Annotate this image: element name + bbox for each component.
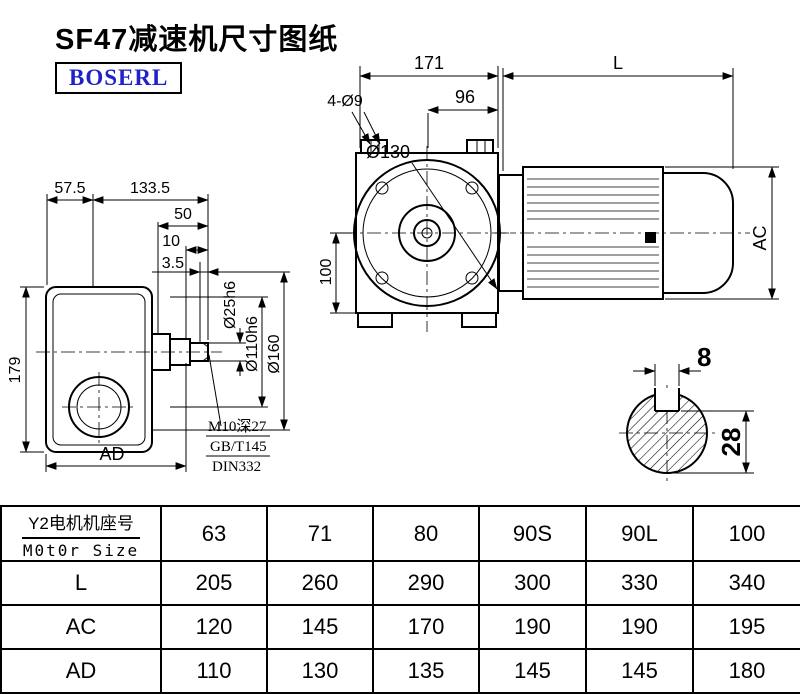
dim-179: 179 <box>7 357 24 384</box>
size-col: 71 <box>266 505 374 562</box>
note-din: DIN332 <box>212 459 261 475</box>
dimensions: 171 L 96 4-Ø9 Ø130 100 AC 57.5 133.5 <box>7 53 779 475</box>
page-title: SF47减速机尺寸图纸 <box>55 24 339 56</box>
dim-3-5: 3.5 <box>162 255 184 272</box>
cell: 190 <box>585 604 694 650</box>
cell: 145 <box>478 648 587 694</box>
dim-50: 50 <box>174 206 192 223</box>
cell: 195 <box>692 604 800 650</box>
cell: 170 <box>372 604 480 650</box>
size-col: 90S <box>478 505 587 562</box>
dim-100: 100 <box>318 259 335 286</box>
cell: 290 <box>372 560 480 606</box>
dim-96: 96 <box>455 87 475 107</box>
dim-key-8: 8 <box>697 342 711 372</box>
table-row-AC: AC 120 145 170 190 190 195 <box>0 604 800 650</box>
cell: 110 <box>160 648 268 694</box>
dim-AC: AC <box>750 225 770 250</box>
motor-side-view <box>495 166 750 300</box>
size-col: 100 <box>692 505 800 562</box>
table-header-row: Y2电机机座号 M0t0r Size 63 71 80 90S 90L 100 <box>0 505 800 562</box>
dim-25: Ø25h6 <box>222 281 239 329</box>
keyway-slot <box>655 388 679 410</box>
brand-logo: BOSERL <box>55 62 183 94</box>
cell: 300 <box>478 560 587 606</box>
size-col: 90L <box>585 505 694 562</box>
dim-133-5: 133.5 <box>130 180 170 197</box>
motor-size-header: Y2电机机座号 M0t0r Size <box>0 505 162 562</box>
cell: 130 <box>266 648 374 694</box>
cell: 120 <box>160 604 268 650</box>
dim-110: Ø110h6 <box>244 316 261 372</box>
row-label: AD <box>0 648 162 694</box>
cell: 145 <box>266 604 374 650</box>
motor-size-table: Y2电机机座号 M0t0r Size 63 71 80 90S 90L 100 … <box>0 505 800 694</box>
dim-10: 10 <box>162 233 180 250</box>
dim-key-28: 28 <box>716 428 746 457</box>
dim-171: 171 <box>414 53 444 73</box>
cell: 180 <box>692 648 800 694</box>
front-view <box>342 139 514 332</box>
note-m10: M10深27 <box>208 418 267 435</box>
cell: 190 <box>478 604 587 650</box>
row-label: L <box>0 560 162 606</box>
cell: 205 <box>160 560 268 606</box>
dimension-drawing: 171 L 96 4-Ø9 Ø130 100 AC 57.5 133.5 <box>7 53 779 481</box>
cell: 340 <box>692 560 800 606</box>
size-col: 63 <box>160 505 268 562</box>
dim-57-5: 57.5 <box>54 180 85 197</box>
motor-size-label-en: M0t0r Size <box>22 541 140 560</box>
size-col: 80 <box>372 505 480 562</box>
table-row-AD: AD 110 130 135 145 145 180 <box>0 648 800 694</box>
cell: 145 <box>585 648 694 694</box>
dim-130: Ø130 <box>366 142 410 162</box>
gearbox-left-view <box>36 286 222 453</box>
cell: 330 <box>585 560 694 606</box>
dim-L: L <box>613 53 623 73</box>
motor-size-label-cn: Y2电机机座号 <box>22 507 140 539</box>
dim-AD: AD <box>99 444 124 464</box>
note-gb: GB/T145 <box>210 439 267 455</box>
table-row-L: L 205 260 290 300 330 340 <box>0 560 800 606</box>
dim-160: Ø160 <box>266 334 283 373</box>
cell: 135 <box>372 648 480 694</box>
dim-holes: 4-Ø9 <box>327 93 363 110</box>
motor-mark <box>645 232 656 243</box>
cell: 260 <box>266 560 374 606</box>
shaft-section <box>619 385 715 481</box>
row-label: AC <box>0 604 162 650</box>
